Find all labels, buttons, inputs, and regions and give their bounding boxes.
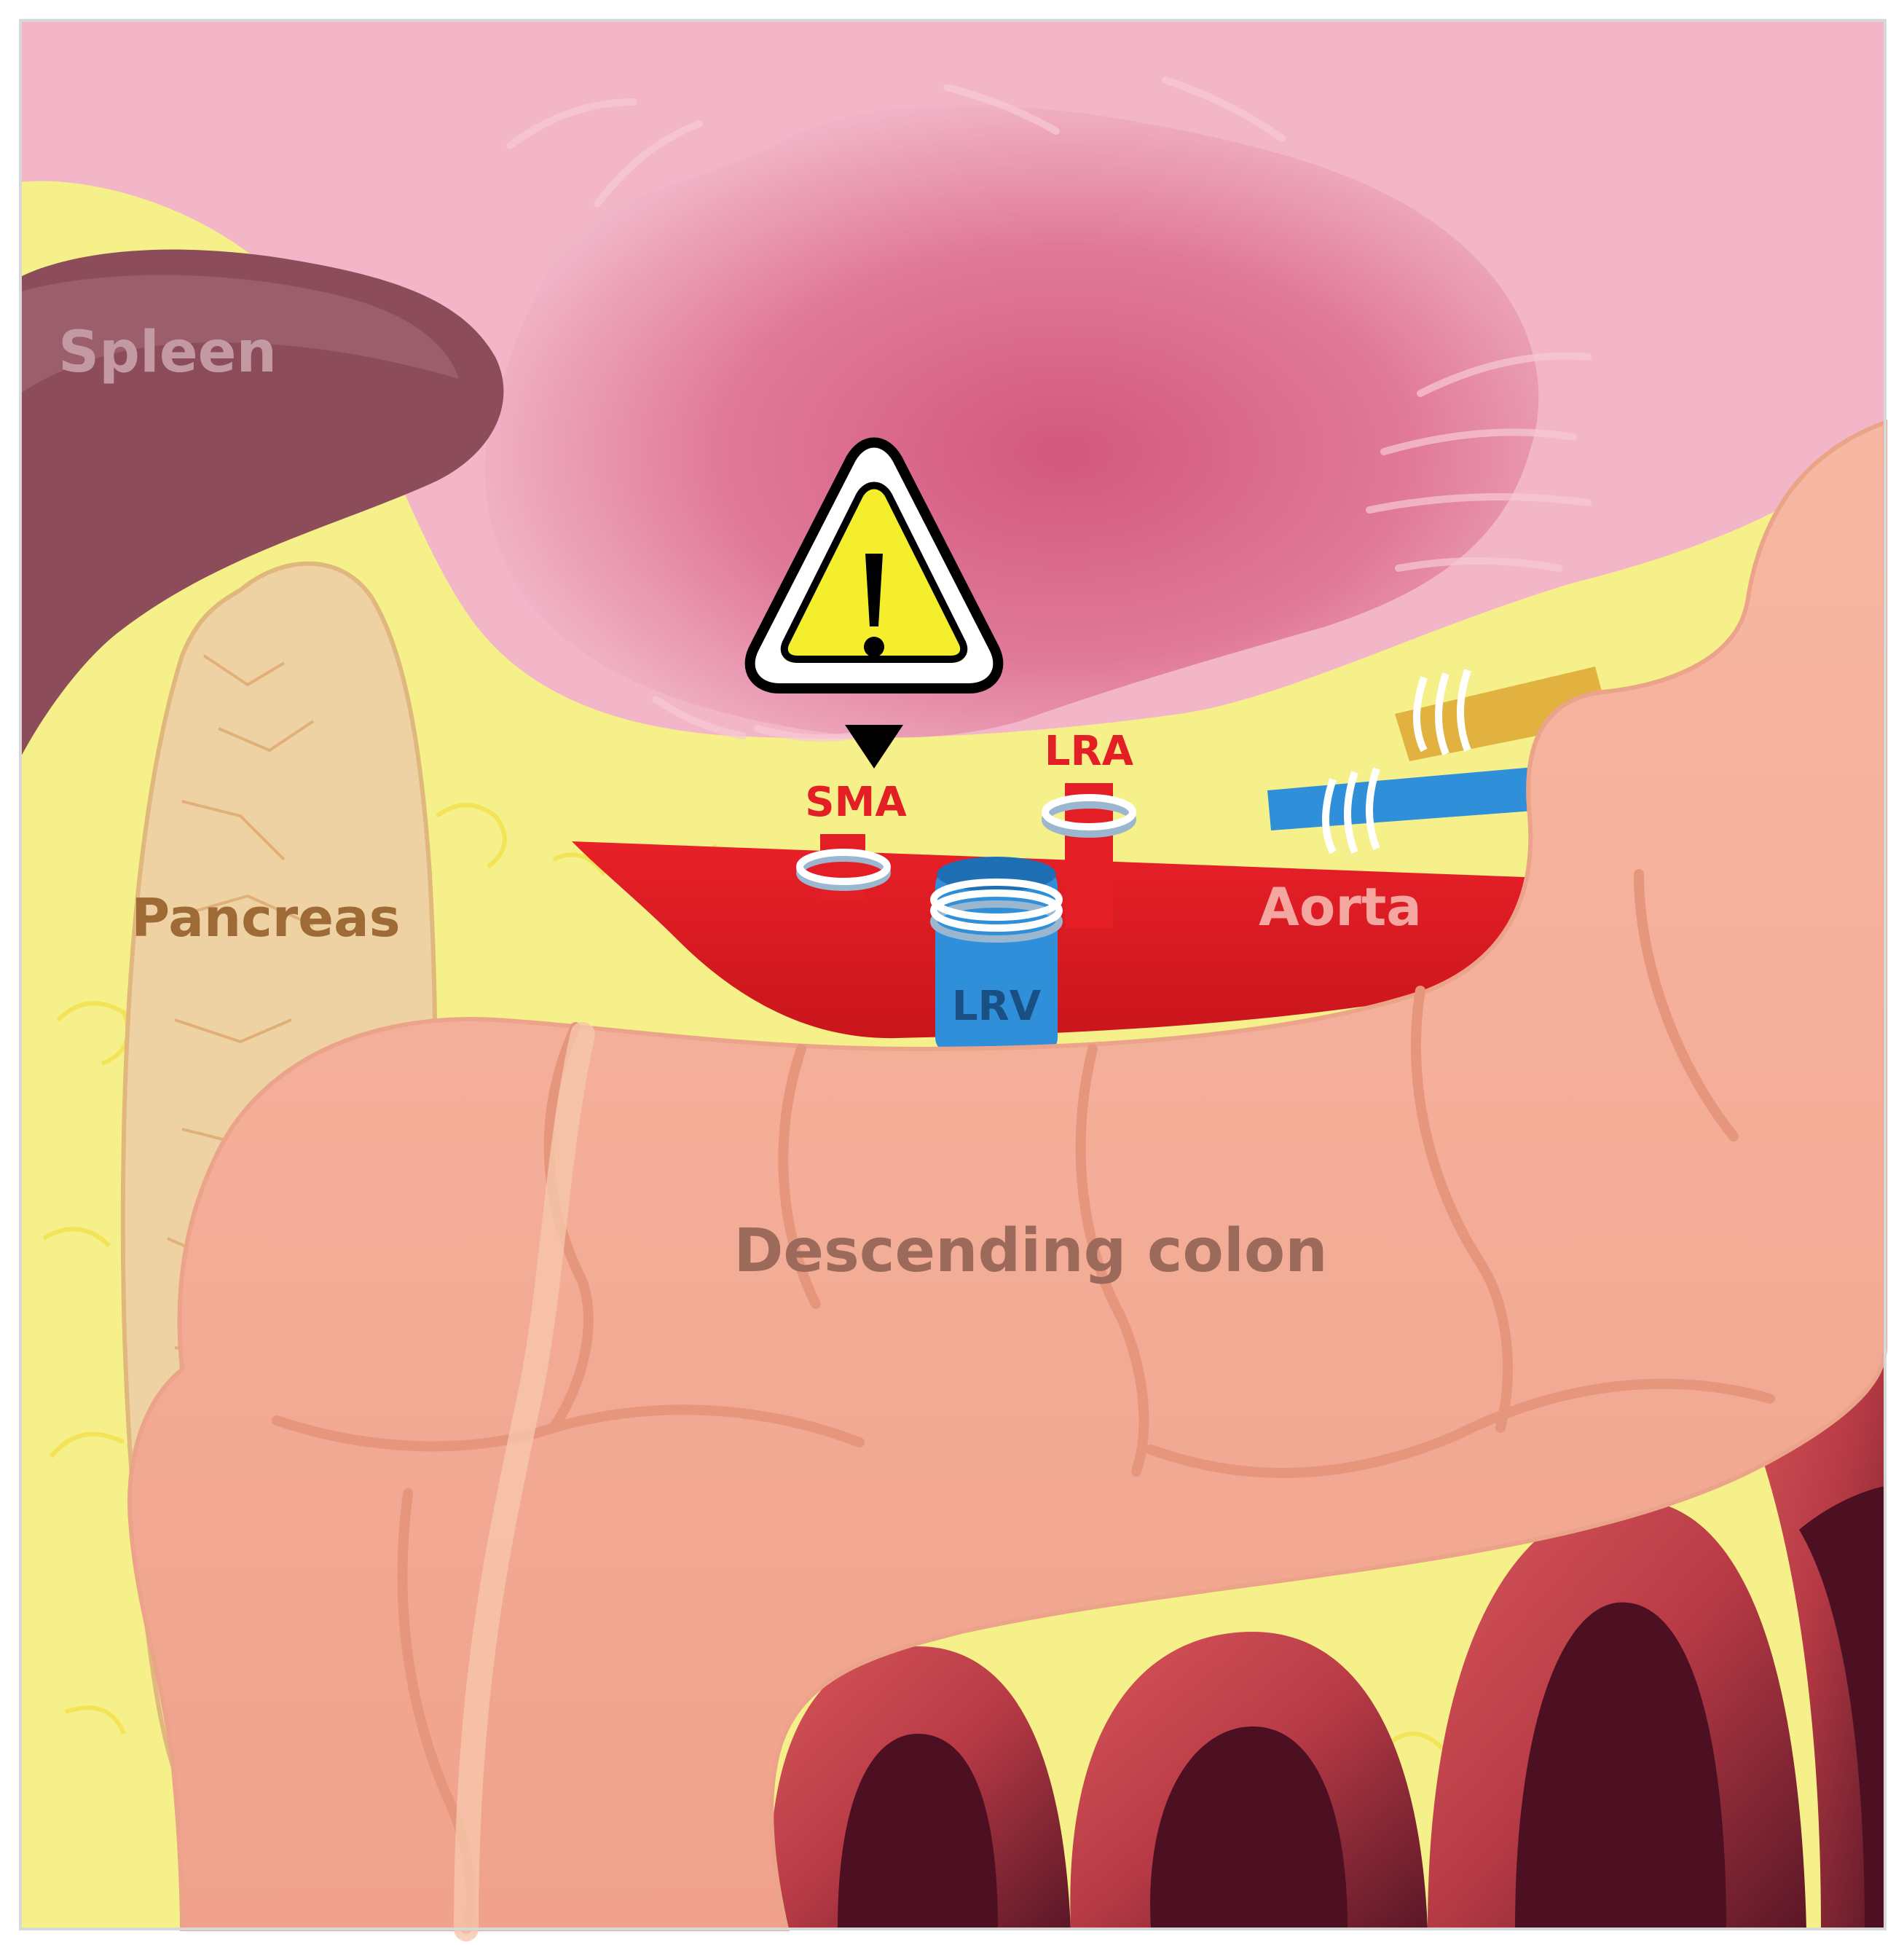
stomach-fold-streaks: [506, 76, 1592, 742]
pancreas-label: Pancreas: [131, 887, 400, 948]
small-bowel: [769, 1311, 1885, 1929]
colon-haustra: [272, 869, 1775, 1934]
arrow-down-icon: [845, 725, 903, 769]
colon-taenia: [454, 1022, 595, 1941]
spleen: [20, 249, 504, 758]
vascular-clip-icon: [796, 669, 1471, 943]
spleen-highlight: [20, 275, 459, 393]
descending-colon-label: Descending colon: [733, 1217, 1327, 1286]
aorta: [572, 841, 1544, 1039]
aorta-label: Aorta: [1259, 876, 1422, 938]
ureter: [1395, 667, 1610, 761]
lrv-label: LRV: [952, 983, 1042, 1030]
stomach-rugae-region: [485, 105, 1539, 738]
warning-triangle-icon: [744, 437, 1004, 693]
lra-label: LRA: [1045, 728, 1134, 775]
figure-border: [19, 19, 1887, 1930]
descending-colon: [127, 419, 1887, 1931]
sma-label: SMA: [805, 779, 907, 826]
gonadal-vein: [1267, 765, 1562, 830]
spleen-label: Spleen: [58, 320, 277, 385]
